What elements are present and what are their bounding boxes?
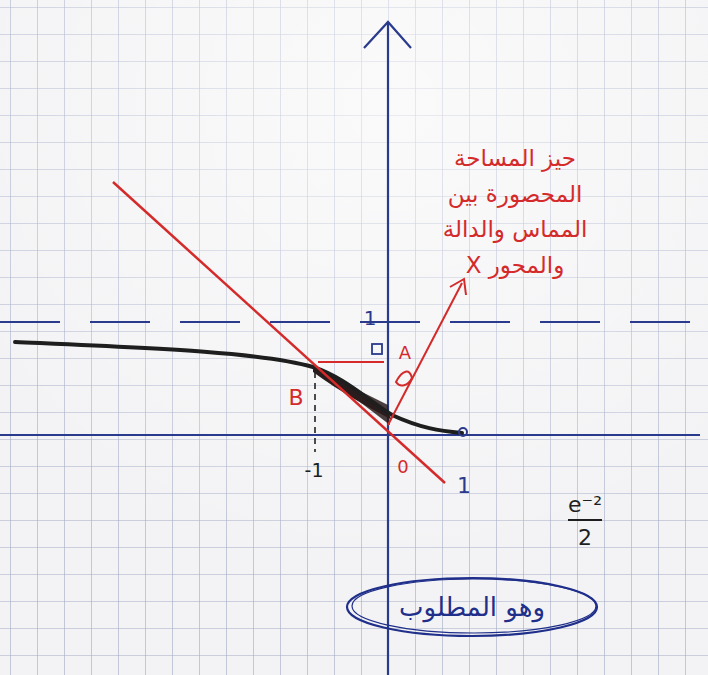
answer-ellipse: وهو المطلوب: [344, 575, 600, 639]
tick-label: 1: [457, 473, 471, 498]
point-label: A: [399, 342, 411, 363]
tick-label: 1: [364, 306, 377, 330]
answer-text: وهو المطلوب: [399, 592, 545, 622]
fraction-numerator: e⁻²: [568, 492, 602, 517]
tick-label: -1: [305, 459, 324, 481]
origin-label: 0: [397, 456, 408, 477]
point-label: B: [288, 385, 303, 410]
fraction-denominator: 2: [578, 525, 592, 550]
region-note: حيز المساحة المحصورة بين المماس والدالة …: [408, 141, 623, 284]
